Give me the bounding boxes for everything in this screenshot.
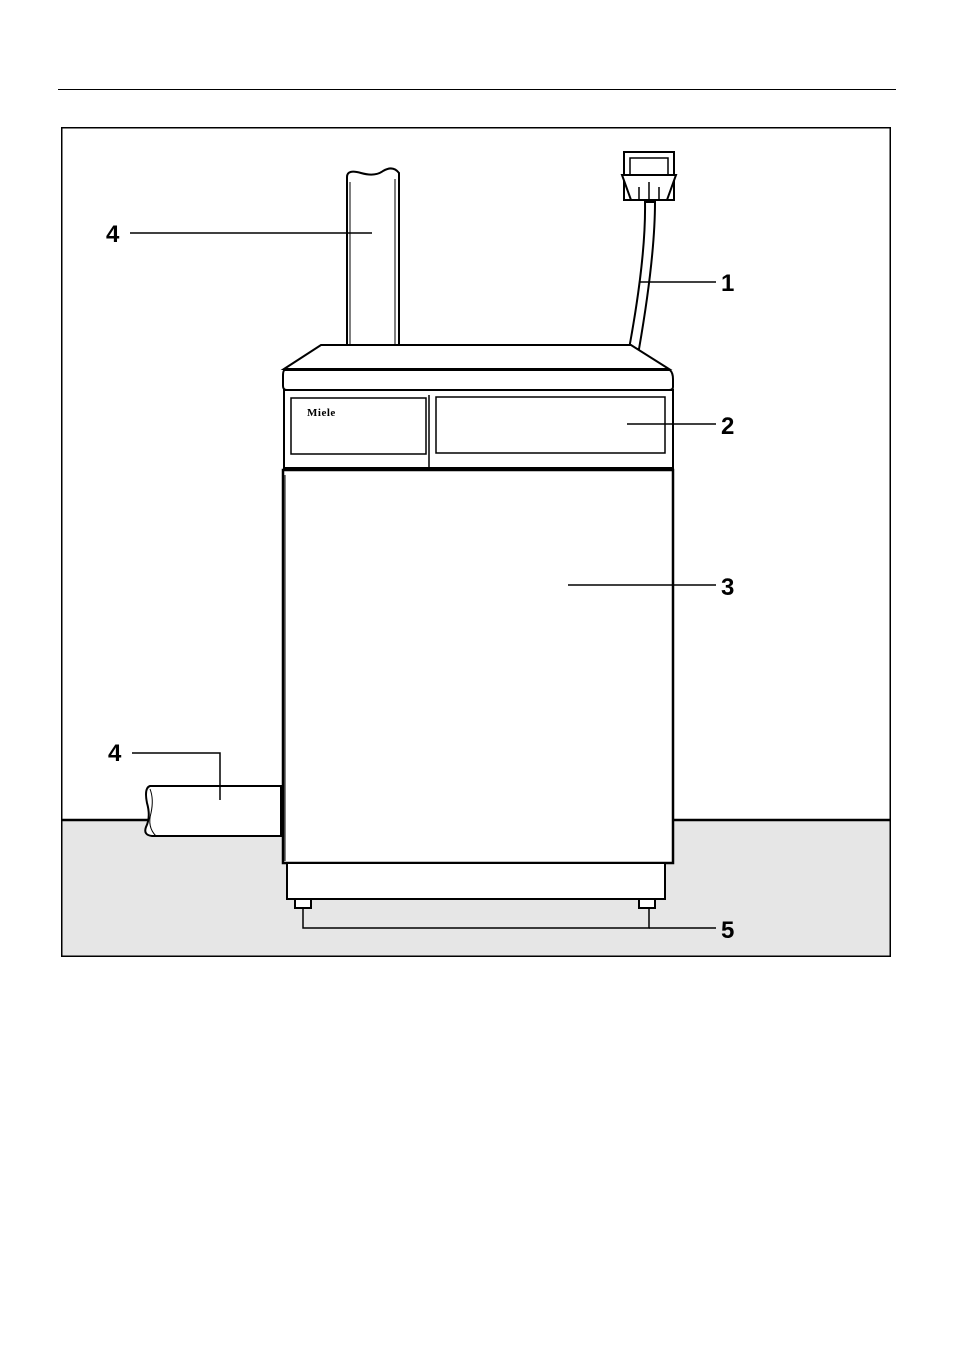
selector-panel	[436, 397, 665, 453]
wall-socket	[622, 152, 676, 200]
appliance-diagram: Miele 4 1 2 3 4 5	[61, 127, 891, 957]
callout-1: 1	[721, 270, 734, 297]
callout-5: 5	[721, 917, 734, 944]
dryer-door	[283, 470, 673, 863]
callout-3: 3	[721, 574, 734, 601]
dryer-top	[283, 345, 673, 390]
power-cable	[629, 202, 655, 349]
brand-logo: Miele	[307, 407, 336, 419]
vent-duct-horizontal	[145, 786, 281, 836]
callout-4-top: 4	[106, 221, 120, 248]
callout-4-side: 4	[108, 740, 122, 767]
diagram-svg: Miele 4 1 2 3 4 5	[61, 127, 891, 957]
vent-duct-vertical	[347, 168, 399, 347]
foot-right	[639, 899, 655, 908]
header-rule	[58, 89, 896, 90]
foot-left	[295, 899, 311, 908]
callout-2: 2	[721, 413, 734, 440]
control-panel: Miele	[284, 390, 673, 468]
